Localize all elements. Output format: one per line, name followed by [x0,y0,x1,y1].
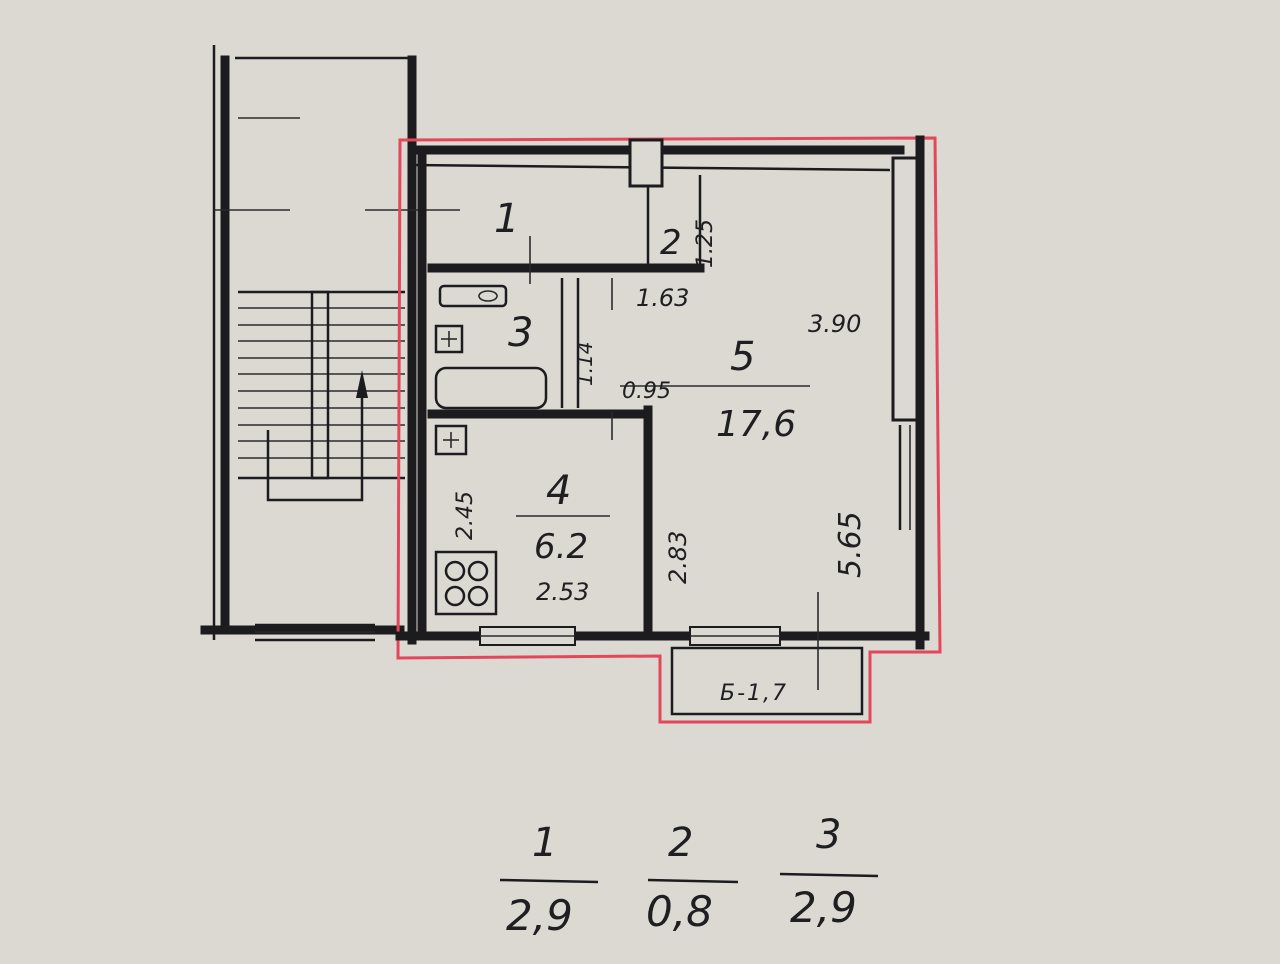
balcony: Б-1,7 [670,646,864,716]
room-1-number: 1 [494,196,519,242]
room-4-area: 6.2 [534,527,588,567]
dim-2-83: 2.83 [664,531,692,584]
room-3-number: 3 [508,310,533,356]
legend-area: 2,9 [506,891,573,940]
room-labels: 1 2 3 4 6.2 5 17,6 [494,196,796,567]
dim-2-53: 2.53 [536,578,589,606]
dim-1-14: 1.14 [573,341,597,386]
stove-icon [434,550,498,616]
legend-item: 2 0,8 [646,820,739,936]
dimension-lines [516,236,819,690]
auxiliary-area-legend: 1 2,9 2 0,8 3 2,9 [499,812,879,940]
legend-item: 3 2,9 [779,812,879,932]
right-window [898,425,911,530]
dimension-labels: 1.25 1.63 3.90 1.14 0.95 2.45 2.83 5.65 … [453,219,868,606]
room-5-number: 5 [730,334,755,380]
stair-window [255,623,375,642]
legend-number: 3 [816,812,841,858]
room-5-area: 17,6 [716,404,796,445]
legend-number: 2 [668,820,693,866]
dim-0-95: 0.95 [622,379,671,404]
room-4-number: 4 [546,468,571,514]
dim-2-45: 2.45 [453,491,478,540]
apartment-walls [395,135,930,650]
legend-area: 2,9 [790,883,857,932]
bathtub-icon [434,366,548,410]
bottom-windows [479,626,781,646]
dim-1-25: 1.25 [693,219,718,268]
dim-5-65: 5.65 [833,511,868,578]
legend-area: 0,8 [646,887,713,936]
toilet-icon [438,284,508,308]
balcony-label: Б-1,7 [720,681,788,706]
dim-1-63: 1.63 [636,284,689,312]
sink-icon [434,324,464,354]
fixtures [434,284,548,616]
stair-steps [238,290,405,502]
apartment-boundary [396,136,942,724]
kitchen-sink-icon [434,424,468,456]
stair-direction-arrow-icon [356,370,368,398]
room-2-number: 2 [660,223,682,263]
legend-item: 1 2,9 [499,820,599,940]
dim-3-90: 3.90 [808,310,861,338]
legend-number: 1 [532,820,557,866]
stairwell [200,45,460,645]
